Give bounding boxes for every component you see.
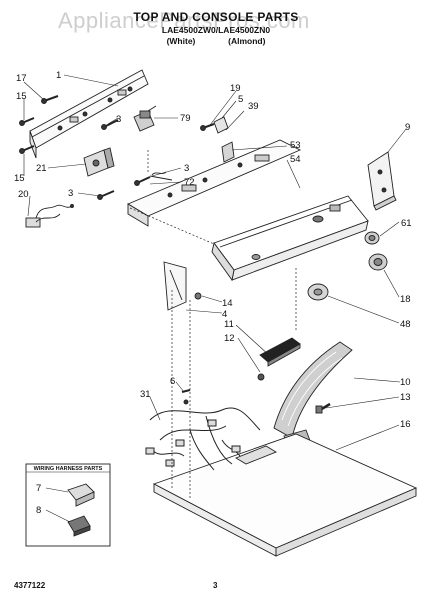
- footer-part-number: 4377122: [14, 581, 46, 590]
- part-switch: [83, 147, 115, 177]
- callout-72: 72: [184, 177, 195, 188]
- part-small-brackets: [213, 116, 235, 163]
- callout-8: 8: [36, 505, 41, 516]
- part-knobs: [307, 231, 388, 301]
- part-13: [315, 402, 331, 414]
- part-lint-screen: [273, 341, 353, 453]
- leader-lines: [23, 74, 407, 523]
- callout-16: 16: [400, 419, 411, 430]
- callout-53: 53: [290, 140, 301, 151]
- callout-6: 6: [170, 376, 175, 387]
- callout-15-lower: 15: [14, 173, 25, 184]
- callout-3-middle: 3: [184, 163, 189, 174]
- callout-labels: 1 17 15 3 79 19 5 39 53 54 9 21 15 3 72 …: [14, 70, 412, 516]
- part-top-panel: [152, 433, 418, 557]
- footer-page-number: 3: [213, 581, 218, 590]
- callout-18: 18: [400, 294, 411, 305]
- callout-14: 14: [222, 298, 233, 309]
- part-end-bracket: [367, 151, 397, 211]
- part-wiring-harness: [145, 407, 261, 471]
- callout-15: 15: [16, 91, 27, 102]
- part-harness-plug: [25, 204, 74, 228]
- callout-12: 12: [224, 333, 235, 344]
- callout-61: 61: [401, 218, 412, 229]
- callout-20: 20: [18, 189, 29, 200]
- assembly-guide-lines: [129, 150, 297, 500]
- part-6: [181, 389, 191, 405]
- callout-4: 4: [222, 309, 227, 320]
- part-lint-cover: [257, 337, 301, 381]
- callout-11: 11: [224, 319, 234, 330]
- callout-54: 54: [290, 154, 301, 165]
- callout-19: 19: [230, 83, 241, 94]
- variant-white: (White): [166, 36, 196, 46]
- callout-13: 13: [400, 392, 411, 403]
- callout-10: 10: [400, 377, 411, 388]
- callout-9: 9: [405, 122, 410, 133]
- part-side-bracket: [163, 261, 202, 311]
- callout-3-lower: 3: [68, 188, 73, 199]
- callout-48: 48: [400, 319, 411, 330]
- callout-79: 79: [180, 113, 191, 124]
- callout-5: 5: [238, 94, 243, 105]
- part-console-panel: [211, 195, 369, 282]
- color-variants: (White) (Almond): [0, 36, 432, 46]
- part-timer: [133, 105, 157, 132]
- watermark: AppliancePartsPros.com: [58, 8, 310, 33]
- diagram-title: TOP AND CONSOLE PARTS: [133, 10, 299, 24]
- callout-17: 17: [16, 73, 27, 84]
- model-numbers: LAE4500ZW0/LAE4500ZN0: [161, 25, 271, 35]
- callout-1: 1: [56, 70, 61, 81]
- callout-21: 21: [36, 163, 47, 174]
- wiring-harness-box: [25, 463, 111, 547]
- variant-almond: (Almond): [228, 36, 266, 46]
- callout-31: 31: [140, 389, 151, 400]
- callout-7: 7: [36, 483, 41, 494]
- wiring-box-title: WIRING HARNESS PARTS: [34, 466, 103, 472]
- callout-3: 3: [116, 114, 121, 125]
- part-bracket-panel: [29, 69, 149, 159]
- callout-39: 39: [248, 101, 259, 112]
- part-control-bracket: [127, 139, 302, 227]
- screw-parts: [19, 95, 215, 200]
